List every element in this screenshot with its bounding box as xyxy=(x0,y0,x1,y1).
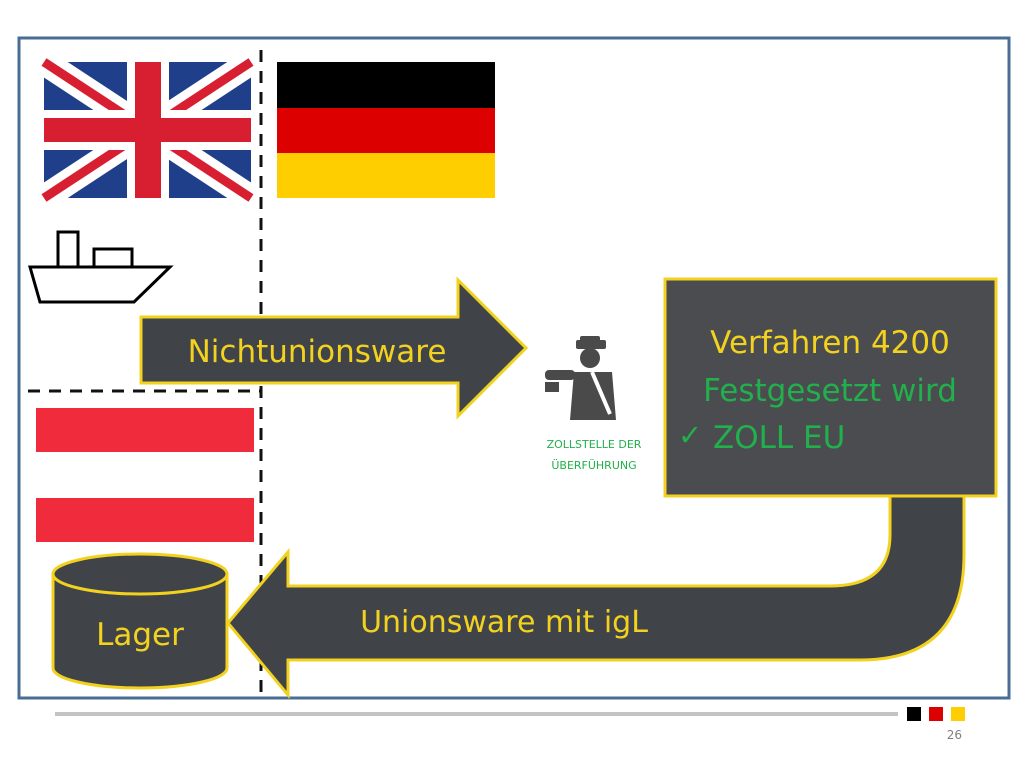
customs-label-line2: ÜBERFÜHRUNG xyxy=(551,459,636,472)
arrow-bottom-label: Unionsware mit igL xyxy=(360,605,648,640)
procedure-title: Verfahren 4200 xyxy=(710,325,950,361)
uk-flag-icon xyxy=(36,51,259,209)
warehouse-cylinder-icon xyxy=(51,552,229,690)
warehouse-label: Lager xyxy=(96,617,184,653)
procedure-line2: Festgesetzt wird xyxy=(703,373,957,409)
page-number: 26 xyxy=(947,728,962,742)
austria-flag-icon xyxy=(36,408,254,542)
germany-flag-icon xyxy=(277,62,495,198)
procedure-line3: ZOLL EU xyxy=(713,420,845,456)
ship-icon xyxy=(28,230,174,304)
procedure-box xyxy=(663,277,998,498)
customs-officer-icon xyxy=(545,336,616,420)
arrow-bottom xyxy=(226,494,966,700)
check-mark-icon: ✓ xyxy=(678,418,702,452)
arrow-top-label: Nichtunionsware xyxy=(188,334,447,370)
customs-label-line1: ZOLLSTELLE DER xyxy=(547,438,642,451)
content-frame xyxy=(17,36,1011,700)
footer-square-gold xyxy=(951,707,965,721)
footer-square-red xyxy=(929,707,943,721)
arrow-top xyxy=(139,276,529,420)
footer-square-black xyxy=(907,707,921,721)
